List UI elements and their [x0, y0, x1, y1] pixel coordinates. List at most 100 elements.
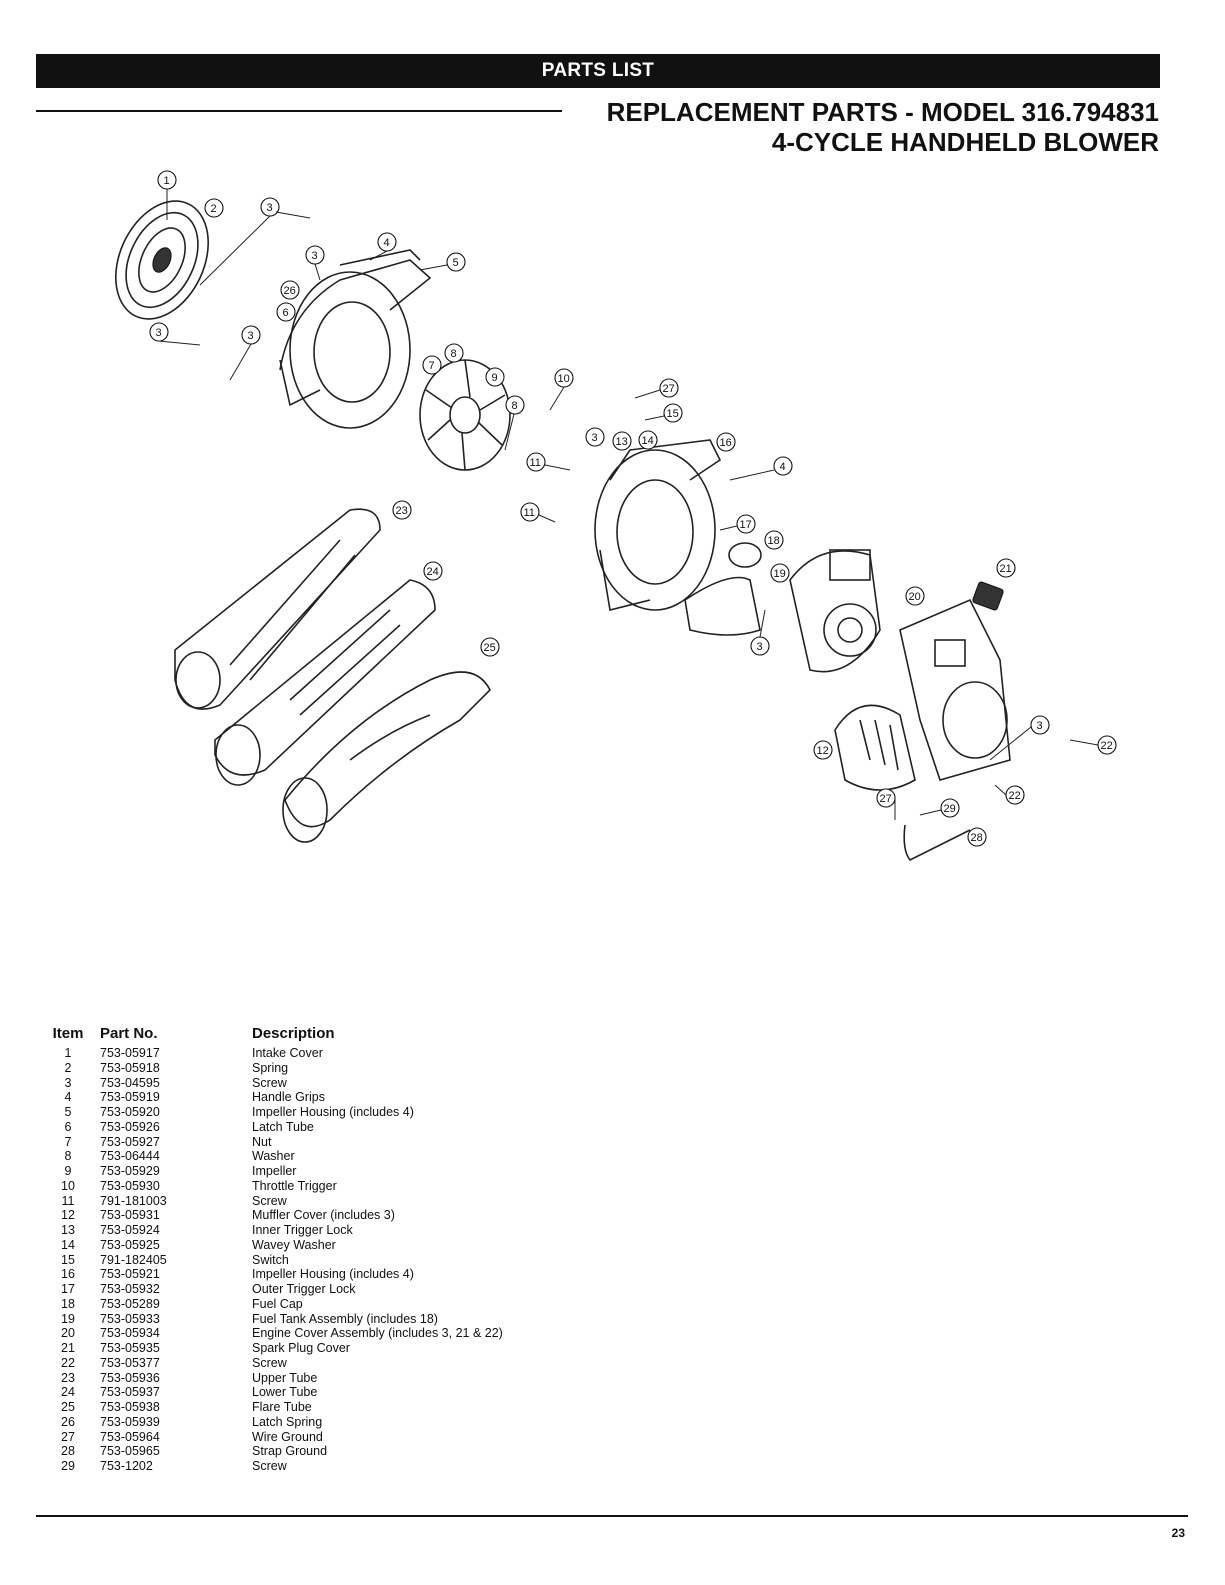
exploded-parts-diagram: 1 2 3 3 3 3 4 5 26 6 7 8 9 8 10 27 15 3 …	[114, 170, 1117, 862]
callout-3e: 3	[585, 427, 605, 447]
callout-3d: 3	[241, 325, 261, 345]
svg-text:3: 3	[267, 202, 273, 214]
callout-7: 7	[422, 355, 442, 375]
callout-29: 29	[940, 798, 960, 818]
svg-text:29: 29	[944, 803, 956, 815]
svg-text:4: 4	[780, 461, 786, 473]
callout-6: 6	[276, 302, 296, 322]
svg-text:3: 3	[156, 327, 162, 339]
svg-text:10: 10	[558, 373, 570, 385]
callout-28: 28	[967, 827, 987, 847]
row-description: Spark Plug Cover	[252, 1341, 350, 1355]
row-item: 19	[61, 1311, 75, 1326]
svg-text:11: 11	[524, 507, 535, 519]
row-part-no: 753-05918	[100, 1060, 160, 1075]
svg-text:26: 26	[284, 285, 296, 297]
svg-text:15: 15	[667, 408, 679, 420]
svg-text:22: 22	[1101, 740, 1113, 752]
row-part-no: 753-05933	[100, 1311, 160, 1326]
row-item: 4	[64, 1090, 72, 1105]
svg-text:1: 1	[164, 175, 170, 187]
row-description: Nut	[252, 1134, 272, 1149]
row-description: Strap Ground	[252, 1444, 328, 1459]
row-description: Upper Tube	[252, 1370, 318, 1385]
callout-8a: 8	[444, 343, 464, 363]
row-part-no: 753-04595	[100, 1075, 160, 1090]
row-item: 15	[61, 1252, 75, 1267]
impeller-drawing	[419, 359, 511, 471]
row-item: 8	[64, 1149, 72, 1164]
row-part-no: 753-05935	[100, 1341, 160, 1355]
row-item: 5	[64, 1105, 72, 1119]
callout-21: 21	[996, 558, 1016, 578]
row-item: 21	[61, 1341, 75, 1355]
callout-1: 1	[157, 170, 177, 190]
row-part-no: 753-05930	[100, 1178, 160, 1193]
svg-text:14: 14	[642, 435, 654, 447]
row-part-no: 791-182405	[100, 1252, 167, 1267]
svg-text:3: 3	[757, 641, 763, 653]
row-part-no: 753-05289	[100, 1296, 160, 1311]
callout-3g: 3	[1030, 715, 1050, 735]
row-part-no: 753-05921	[100, 1267, 160, 1282]
row-item: 27	[61, 1429, 75, 1444]
row-item: 28	[61, 1444, 75, 1459]
muffler-cover-drawing	[834, 704, 916, 791]
row-part-no: 753-05924	[100, 1223, 160, 1237]
table-row: 19 753-05933 Fuel Tank Assembly (includes …	[38, 1312, 738, 1327]
row-description: Lower Tube	[252, 1385, 318, 1400]
svg-text:9: 9	[492, 372, 498, 384]
intake-cover-drawing	[114, 200, 210, 320]
callout-22b: 22	[1005, 785, 1025, 805]
table-row: 21 753-05935 Spark Plug Cover	[38, 1341, 738, 1356]
header-part-no: Part No.	[100, 1025, 158, 1042]
row-item: 3	[64, 1075, 72, 1090]
svg-text:17: 17	[740, 519, 752, 531]
row-item: 13	[61, 1223, 75, 1237]
svg-text:3: 3	[312, 250, 318, 262]
callout-17: 17	[736, 514, 756, 534]
impeller-housing-left-drawing	[279, 249, 432, 429]
callout-19: 19	[770, 563, 790, 583]
row-description: Impeller Housing (includes 4)	[252, 1105, 414, 1119]
callout-4b: 4	[773, 456, 793, 476]
svg-text:3: 3	[248, 330, 254, 342]
row-part-no: 753-05927	[100, 1134, 160, 1149]
row-part-no: 753-05964	[100, 1429, 160, 1444]
row-item: 18	[61, 1296, 75, 1311]
row-description: Fuel Tank Assembly (includes 18)	[252, 1311, 438, 1326]
row-part-no: 753-05917	[100, 1046, 160, 1060]
callout-26: 26	[280, 280, 300, 300]
row-description: Washer	[252, 1149, 295, 1164]
callout-13: 13	[612, 431, 632, 451]
callout-3a: 3	[260, 197, 280, 217]
parts-table-header: Item Part No. Description	[38, 1018, 738, 1042]
row-description: Wavey Washer	[252, 1237, 336, 1252]
svg-text:20: 20	[909, 591, 921, 603]
svg-text:24: 24	[427, 566, 439, 578]
upper-tube-drawing	[174, 508, 381, 710]
row-description: Handle Grips	[252, 1090, 325, 1105]
row-description: Fuel Cap	[252, 1296, 303, 1311]
svg-text:8: 8	[512, 400, 518, 412]
callout-4a: 4	[377, 232, 397, 252]
row-description: Engine Cover Assembly (includes 3, 21 & …	[252, 1326, 503, 1341]
row-item: 20	[61, 1326, 75, 1341]
